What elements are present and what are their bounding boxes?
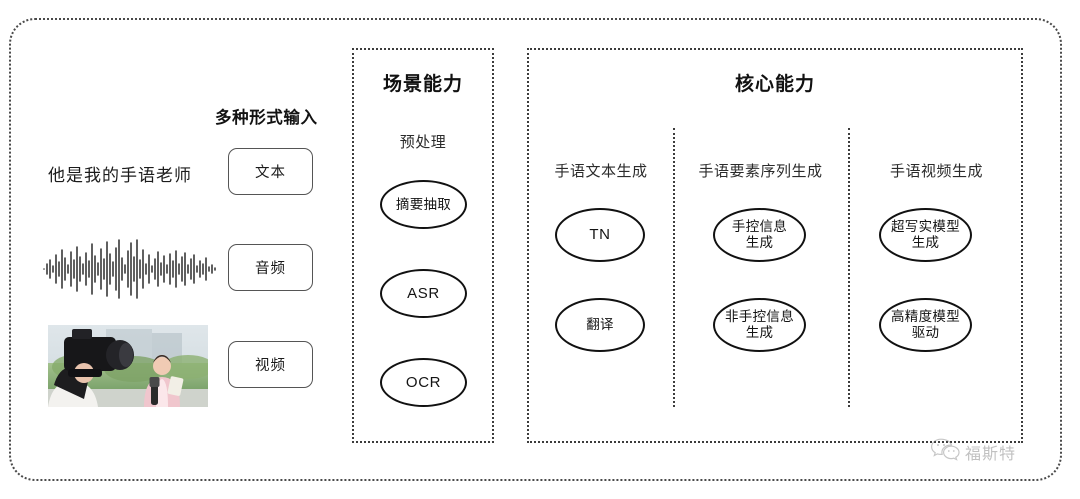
column-title-sign-text-generation: 手语文本生成 [554,163,648,180]
input-sample-sentence: 他是我的手语老师 [48,166,192,185]
node-asr[interactable]: ASR [380,269,467,318]
node-translation[interactable]: 翻译 [555,298,645,352]
node-hyperrealistic-model-generation[interactable]: 超写实模型 生成 [879,208,972,262]
input-modality-chip-video[interactable]: 视频 [228,341,313,388]
node-non-manual-information-generation[interactable]: 非手控信息 生成 [713,298,806,352]
node-label: TN [589,226,611,243]
input-modality-chip-text[interactable]: 文本 [228,148,313,195]
watermark-text: 福斯特 [965,445,1017,463]
node-summary-extraction[interactable]: 摘要抽取 [380,180,467,229]
core-column-divider-1 [673,128,675,407]
node-label: 非手控信息 生成 [725,309,794,340]
panel-scene-capability: 场景能力 预处理 [352,48,494,443]
column-title-sign-video-generation: 手语视频生成 [889,163,983,180]
panel-core-capability-title: 核心能力 [734,74,815,95]
watermark: 福斯特 [930,437,1016,466]
node-label: 高精度模型 驱动 [891,309,960,340]
node-label: 摘要抽取 [395,196,452,212]
column-title-sign-element-sequence-generation: 手语要素序列生成 [698,163,823,180]
panel-core-capability: 核心能力 手语文本生成 手语要素序列生成 手语视频生成 [527,48,1023,443]
column-title-preprocess: 预处理 [399,134,447,151]
audio-waveform-icon [42,238,218,300]
panel-scene-capability-title: 场景能力 [382,74,463,95]
node-high-precision-model-driving[interactable]: 高精度模型 驱动 [879,298,972,352]
core-column-divider-2 [848,128,850,407]
outer-frame [9,18,1062,481]
input-section-heading: 多种形式输入 [215,109,318,127]
video-thumbnail [48,325,208,407]
wechat-icon [930,437,960,466]
node-tn[interactable]: TN [555,208,645,262]
input-modality-label: 文本 [255,165,286,181]
node-ocr[interactable]: OCR [380,358,467,407]
node-label: 超写实模型 生成 [891,219,960,250]
node-label: 手控信息 生成 [731,219,788,250]
input-modality-label: 音频 [255,261,286,277]
node-label: 翻译 [586,317,614,332]
node-label: ASR [407,284,440,302]
input-modality-label: 视频 [255,358,286,374]
node-label: OCR [405,373,442,391]
input-modality-chip-audio[interactable]: 音频 [228,244,313,291]
node-manual-information-generation[interactable]: 手控信息 生成 [713,208,806,262]
